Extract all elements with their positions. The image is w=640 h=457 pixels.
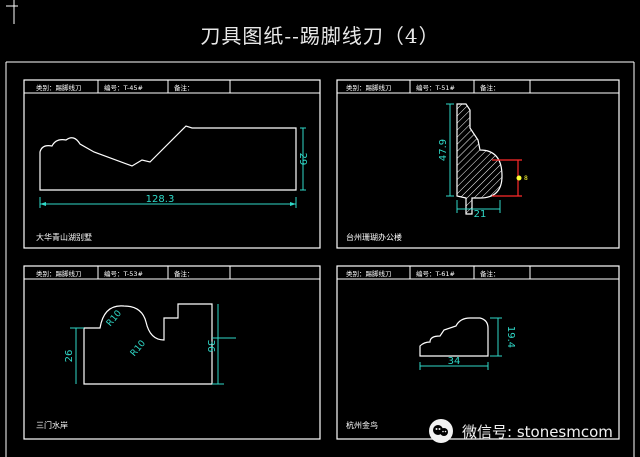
radius-label: 8 (524, 175, 528, 182)
radius-label: R10 (129, 339, 148, 359)
header-remark: 备注： (174, 269, 194, 278)
profile-outline (419, 317, 489, 357)
dimension-right-label: 36 (205, 340, 216, 353)
panel-1: 类别：踢脚线刀 编号：T-45# 备注： 128.3 29 大华青山湖别墅 (23, 79, 321, 249)
header-number: 编号：T-61# (416, 269, 455, 278)
panel-2: 类别：踢脚线刀 编号：T-51# 备注： 47.9 21 8 台州珊瑚办公楼 (336, 79, 620, 249)
profile-outline (456, 103, 503, 215)
panel-header (336, 79, 620, 94)
dimension-width-label: 128.3 (146, 194, 175, 205)
project-name: 大华青山湖别墅 (36, 232, 92, 242)
panel-header (336, 265, 620, 280)
profile-outline (83, 303, 213, 385)
header-number: 编号：T-45# (104, 83, 143, 92)
header-remark: 备注： (480, 269, 500, 278)
project-name: 三门水岸 (36, 420, 68, 430)
wechat-watermark: 微信号: stonesmcom (428, 418, 613, 444)
radius-marker (516, 175, 522, 181)
panel-header (23, 265, 321, 280)
project-name: 台州珊瑚办公楼 (346, 232, 402, 242)
dimension-height-label: 29 (297, 153, 308, 166)
dimension-width-label: 34 (448, 356, 461, 367)
dimension-height-label: 19.4 (505, 326, 516, 348)
dimension-width-label: 21 (474, 209, 487, 220)
panel-4: 类别：踢脚线刀 编号：T-61# 备注： 34 19.4 杭州金鸟 (336, 265, 620, 440)
header-number: 编号：T-53# (104, 269, 143, 278)
dimension-left-label: 26 (64, 350, 75, 363)
panel-3: 类别：踢脚线刀 编号：T-53# 备注： 26 36 R10 R10 三门水岸 (23, 265, 321, 440)
header-category: 类别：踢脚线刀 (36, 269, 82, 278)
dimension-height-label: 47.9 (438, 139, 449, 161)
panel-frame (23, 79, 321, 249)
header-category: 类别：踢脚线刀 (36, 83, 82, 92)
header-number: 编号：T-51# (416, 83, 455, 92)
panel-header (23, 79, 321, 94)
project-name: 杭州金鸟 (346, 420, 378, 430)
panel-frame (336, 265, 620, 440)
wechat-icon (429, 419, 453, 443)
header-category: 类别：踢脚线刀 (346, 269, 392, 278)
header-remark: 备注： (174, 83, 194, 92)
header-remark: 备注： (480, 83, 500, 92)
radius-label: R10 (105, 309, 124, 329)
watermark-text: 微信号: stonesmcom (462, 422, 613, 441)
profile-outline (39, 125, 297, 191)
page-title: 刀具图纸--踢脚线刀（4） (200, 24, 440, 48)
header-category: 类别：踢脚线刀 (346, 83, 392, 92)
